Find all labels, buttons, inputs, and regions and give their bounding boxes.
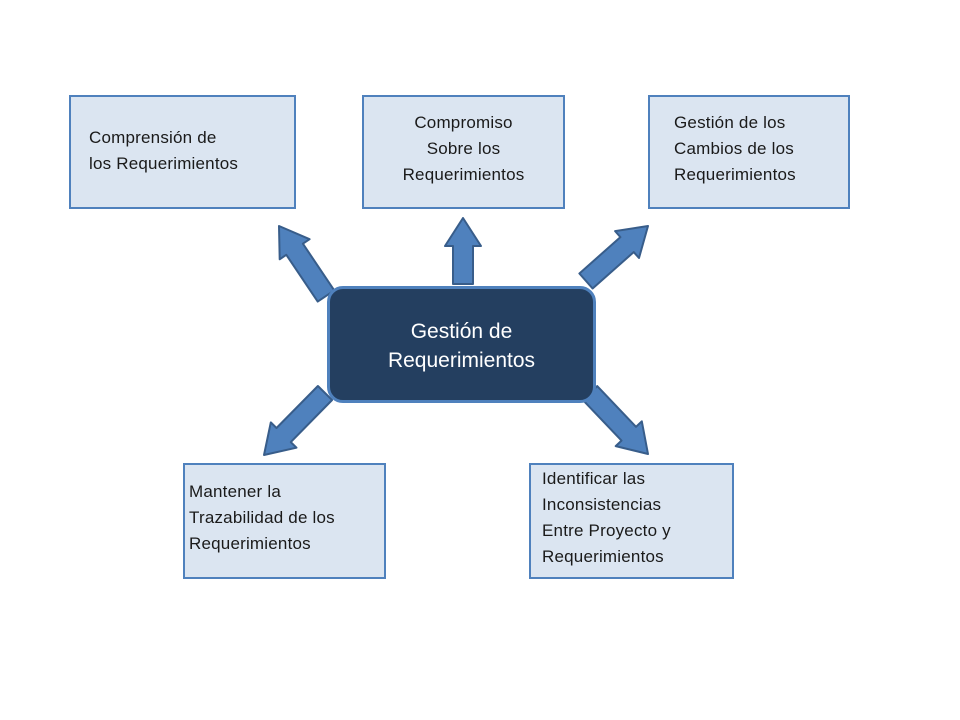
- node-text-line: Requerimientos: [189, 534, 311, 553]
- node-text-line: Entre Proyecto y: [542, 521, 671, 540]
- node-identificar-inconsistencias: Identificar las Inconsistencias Entre Pr…: [529, 463, 734, 579]
- center-text-line: Requerimientos: [387, 349, 536, 372]
- arrow-to-compromiso: [444, 217, 482, 285]
- node-text-line: Sobre los: [426, 139, 501, 158]
- node-text-line: Mantener la: [189, 482, 281, 501]
- node-text-line: Comprensión de: [89, 128, 217, 147]
- node-comprension-requerimientos: Comprensión de los Requerimientos: [69, 95, 296, 209]
- node-text-line: Trazabilidad de los: [189, 508, 335, 527]
- node-text-line: Inconsistencias: [542, 495, 662, 514]
- arrow-to-cambios: [578, 225, 649, 290]
- node-text-line: Requerimientos: [402, 165, 525, 184]
- node-text-line: Requerimientos: [542, 547, 664, 566]
- node-text-line: Gestión de los: [674, 113, 786, 132]
- node-text-line: Cambios de los: [674, 139, 794, 158]
- arrow-to-trazabilidad: [263, 385, 334, 456]
- node-text-line: Compromiso: [414, 113, 513, 132]
- node-text-line: los Requerimientos: [89, 154, 239, 173]
- node-compromiso-requerimientos: Compromiso Sobre los Requerimientos: [362, 95, 565, 209]
- node-text-line: Requerimientos: [674, 165, 796, 184]
- arrow-to-comprension: [278, 225, 336, 303]
- node-text-line: Identificar las: [542, 469, 646, 488]
- arrow-to-inconsistencias: [581, 385, 649, 455]
- center-node-gestion-requerimientos: Gestión de Requerimientos: [327, 286, 596, 403]
- center-text-line: Gestión de: [410, 320, 513, 343]
- node-gestion-cambios: Gestión de los Cambios de los Requerimie…: [648, 95, 850, 209]
- node-mantener-trazabilidad: Mantener la Trazabilidad de los Requerim…: [183, 463, 386, 579]
